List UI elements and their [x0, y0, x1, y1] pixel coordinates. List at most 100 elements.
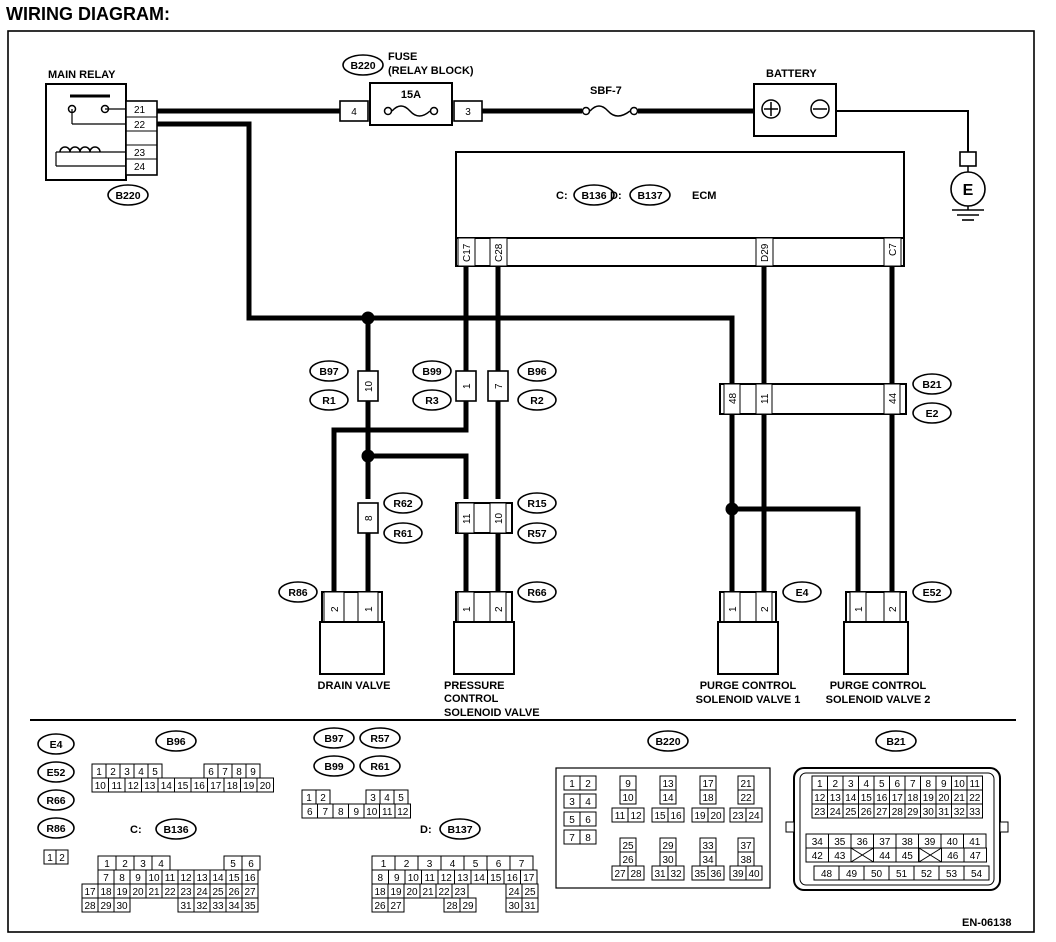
purge2-pin-2: 2 [888, 606, 899, 612]
b21-pin-33-cell [966, 803, 983, 819]
legend-b137: B137 [447, 824, 472, 836]
ground-label: E [963, 182, 974, 199]
b21-pin-1-label: 1 [817, 779, 823, 790]
pressure-valve-label-3: SOLENOID VALVE [444, 707, 540, 719]
b21-pin-28-label: 28 [892, 807, 904, 818]
b136-pin-32-label: 32 [196, 901, 208, 912]
diagram-frame [7, 30, 1035, 933]
purge2-body [843, 621, 909, 675]
b137-pin-8-label: 8 [377, 873, 383, 884]
b21-pin-27-label: 27 [876, 807, 888, 818]
b220-pin-2-cell [579, 775, 597, 791]
b21-pin-9-label: 9 [941, 779, 947, 790]
b136-pin-31-label: 31 [180, 901, 192, 912]
b220-pin-4-cell [579, 793, 597, 809]
b137-pin-6-label: 6 [496, 859, 502, 870]
b21-pin-53-label: 53 [946, 869, 958, 880]
b97-pin-10-label: 10 [366, 807, 378, 818]
b21-pin-54-label: 54 [971, 869, 983, 880]
b136-pin-29-label: 29 [100, 901, 112, 912]
b21-pin-5-label: 5 [879, 779, 885, 790]
b136-pin-35-label: 35 [244, 901, 256, 912]
b220-pin-13-label: 13 [662, 779, 674, 790]
b21-pin-21-label: 21 [954, 793, 966, 804]
legend-e52: E52 [47, 767, 66, 779]
b21-pin-46-label: 46 [947, 851, 959, 862]
b136-pin-5-label: 5 [230, 859, 236, 870]
b136-pin-8-label: 8 [119, 873, 125, 884]
relay-pin-22: 22 [134, 120, 146, 131]
b96-pin-13-label: 13 [144, 781, 156, 792]
b21-pin-38-label: 38 [902, 837, 914, 848]
b220-pin-36-label: 36 [710, 869, 722, 880]
b21-pin-19-label: 19 [923, 793, 935, 804]
b21-pin-43-label: 43 [834, 851, 846, 862]
b136-pin-3-label: 3 [140, 859, 146, 870]
b137-pin-29-cell [459, 897, 477, 913]
b220-pin-24-label: 24 [748, 811, 760, 822]
relay-pin-21: 21 [134, 105, 146, 116]
b21-pin-40-label: 40 [947, 837, 959, 848]
b97-pin-7-label: 7 [322, 807, 328, 818]
b21-pin-12-label: 12 [814, 793, 826, 804]
battery-label: BATTERY [766, 68, 817, 80]
b97-pin-1-label: 1 [306, 793, 312, 804]
b137-pin-27-label: 27 [390, 901, 402, 912]
b99-label: B99 [422, 366, 441, 378]
b96-pin-20-cell [256, 777, 274, 793]
b21-pin-20-label: 20 [938, 793, 950, 804]
b136-pin-20-label: 20 [132, 887, 144, 898]
b21-pin-8-label: 8 [925, 779, 931, 790]
b21-pin-45-cell [895, 847, 919, 863]
b137-pin-3-label: 3 [427, 859, 433, 870]
purge1-connector: E4 [796, 587, 809, 599]
b97-label: B97 [319, 366, 338, 378]
b21-pin-11: 11 [760, 393, 771, 404]
b137-pin-4-label: 4 [450, 859, 456, 870]
b137-pin-11-label: 11 [425, 873, 436, 884]
fuse-label: FUSE [388, 51, 417, 63]
ecm-pin-d29: D29 [760, 243, 771, 262]
legend-b97: B97 [324, 733, 343, 745]
b21-pin-47-cell [963, 847, 987, 863]
b21-pin-31-label: 31 [938, 807, 950, 818]
b220-pin-14-label: 14 [662, 793, 674, 804]
purge1-pin-2: 2 [760, 606, 771, 612]
b137-pin-18-label: 18 [374, 887, 386, 898]
b137-pin-27-cell [387, 897, 405, 913]
b137-pin-12-label: 12 [441, 873, 453, 884]
b96-pin-4-label: 4 [138, 767, 144, 778]
e2-label: E2 [926, 408, 939, 420]
b136-pin-9-label: 9 [135, 873, 141, 884]
b21-pin-39-label: 39 [924, 837, 936, 848]
sbf-fuse: SBF-7 [581, 85, 639, 117]
sbf-fuse-icon [581, 105, 639, 117]
ecm-pin-c17: C17 [462, 243, 473, 262]
b137-pin-22-label: 22 [438, 887, 450, 898]
b220-pin-20-label: 20 [710, 811, 722, 822]
b137-pin-28-label: 28 [446, 901, 458, 912]
b220-pin-7-label: 7 [569, 833, 575, 844]
b96-pin-9-label: 9 [250, 767, 256, 778]
b136-pin-12-label: 12 [180, 873, 192, 884]
r61-label: R61 [393, 528, 412, 540]
drain-valve-connector: R86 [288, 587, 307, 599]
b136-pin-11-label: 11 [165, 873, 176, 884]
main-relay-label: MAIN RELAY [48, 69, 116, 81]
wires [157, 108, 969, 592]
b96-pin-16-label: 16 [194, 781, 206, 792]
b220-pin-1-label: 1 [569, 779, 575, 790]
b21-pin-44: 44 [888, 392, 899, 404]
b220-pin-9-label: 9 [625, 779, 631, 790]
relay-pin-23: 23 [134, 148, 146, 159]
b137-pin-16-label: 16 [507, 873, 519, 884]
b136-pin-26-label: 26 [228, 887, 240, 898]
b21-pin-44-label: 44 [879, 851, 891, 862]
b96-label: B96 [527, 366, 546, 378]
b137-pin-1-label: 1 [381, 859, 387, 870]
b21-pin-6-label: 6 [894, 779, 900, 790]
b21-pin-33-label: 33 [969, 807, 981, 818]
